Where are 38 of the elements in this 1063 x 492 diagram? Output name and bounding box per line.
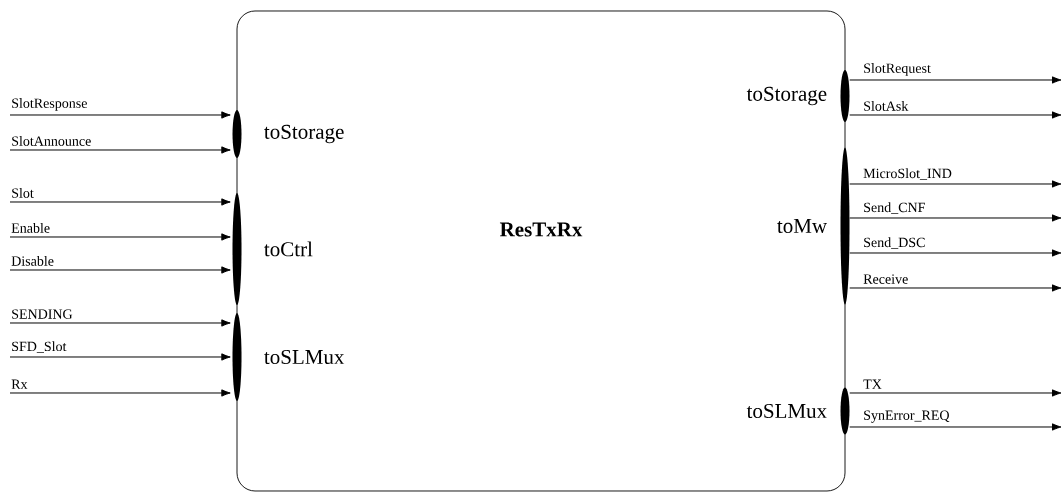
signal-label: SlotRequest (864, 63, 931, 76)
signal-label: Disable (11, 255, 54, 266)
arrow (849, 423, 1062, 431)
arrow (9, 233, 231, 241)
signal-label: Send_CNF (864, 202, 925, 214)
node-label: toStorage (264, 124, 344, 144)
arrow (849, 111, 1062, 119)
signal-label: Rx (11, 379, 28, 389)
arrow (9, 353, 231, 361)
arrow (9, 319, 231, 327)
signal-label: SlotResponse (12, 98, 87, 111)
node-label: toSLMux (746, 403, 827, 419)
signal-label: SENDING (12, 309, 73, 319)
arrow (9, 389, 231, 397)
signal-label: MicroSlot_IND (863, 168, 952, 180)
signal-label: Slot (12, 187, 34, 198)
arrow (849, 249, 1062, 257)
arrow (849, 284, 1062, 292)
signal-label: SFD_Slot (12, 341, 67, 353)
node-label: toMw (777, 219, 828, 233)
arrow (849, 76, 1062, 84)
signal-label: Send_DSC (864, 237, 925, 249)
node-label: toStorage (746, 86, 827, 106)
arrow (9, 146, 231, 154)
arrow (9, 198, 231, 206)
signal-label: TX (863, 379, 882, 389)
signal-label: SynError_REQ (864, 410, 950, 423)
node-label: toSLMux (264, 349, 345, 365)
signal-label: SlotAsk (864, 100, 909, 111)
signal-label: Receive (863, 274, 908, 284)
arrow (9, 111, 231, 119)
node-label: toCtrl (264, 241, 313, 257)
arrow (9, 266, 231, 274)
arrow (849, 180, 1062, 188)
signal-label: SlotAnnounce (12, 135, 91, 146)
arrow (849, 214, 1062, 222)
arrow (849, 389, 1062, 397)
signal-label: Enable (11, 222, 50, 233)
